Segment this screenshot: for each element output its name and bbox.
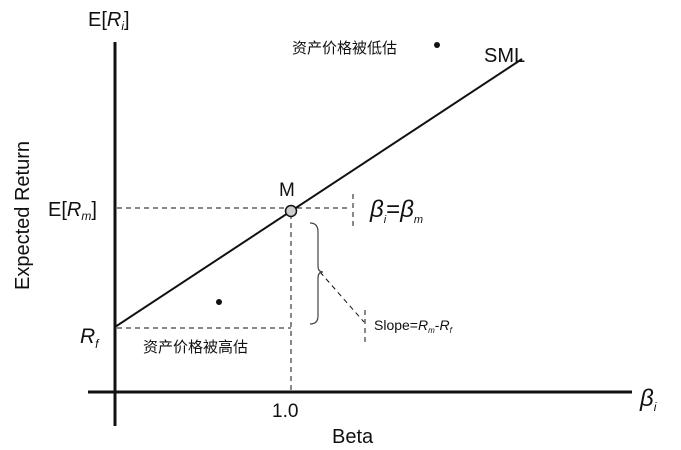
undervalued-point bbox=[434, 42, 440, 48]
overvalued-label: 资产价格被高估 bbox=[143, 339, 248, 356]
y-axis-top-label: E[Ri] bbox=[88, 9, 130, 33]
slope-label: Slope=Rm-Rf bbox=[374, 317, 453, 335]
x-tick-1: 1.0 bbox=[272, 401, 298, 422]
slope-brace bbox=[309, 222, 324, 325]
slope-leader bbox=[319, 271, 365, 323]
sml-label: SML bbox=[484, 45, 525, 67]
market-portfolio-point bbox=[284, 204, 298, 218]
x-axis-end-label: βi bbox=[639, 385, 657, 414]
erm-label: E[Rm] bbox=[48, 199, 97, 223]
rf-label: Rf bbox=[80, 325, 100, 351]
sml-line bbox=[114, 58, 523, 328]
x-axis-label: Beta bbox=[332, 426, 374, 448]
undervalued-label: 资产价格被低估 bbox=[292, 40, 397, 57]
y-axis-label: Expected Return bbox=[12, 141, 34, 290]
beta-equality-label: βi=βm bbox=[369, 196, 423, 226]
market-point-label: M bbox=[279, 180, 295, 201]
overvalued-point bbox=[216, 299, 222, 305]
